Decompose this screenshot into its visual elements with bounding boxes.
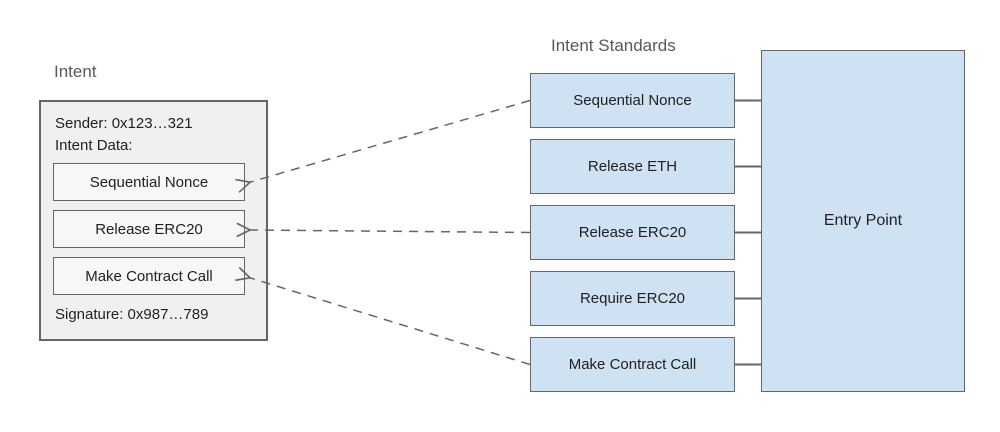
entry-point-box: Entry Point xyxy=(761,50,965,392)
standard-box-make-contract-call: Make Contract Call xyxy=(530,337,735,392)
dashed-arrow-make-contract-call xyxy=(235,266,531,366)
standard-box-release-eth: Release ETH xyxy=(530,139,735,194)
intent-data-label: Intent Data: xyxy=(55,137,133,154)
standard-box-sequential-nonce: Sequential Nonce xyxy=(530,73,735,128)
signature-field: Signature: 0x987…789 xyxy=(55,306,209,323)
sender-field: Sender: 0x123…321 xyxy=(55,115,193,132)
standard-box-release-erc20: Release ERC20 xyxy=(530,205,735,260)
standard-box-require-erc20: Require ERC20 xyxy=(530,271,735,326)
intent-standards-group-title: Intent Standards xyxy=(551,36,676,55)
intent-item-make-contract-call: Make Contract Call xyxy=(53,257,245,295)
dashed-arrow-release-erc20 xyxy=(236,222,531,238)
intent-item-release-erc20: Release ERC20 xyxy=(53,210,245,248)
intent-group-title: Intent xyxy=(54,62,97,81)
intent-box: Sender: 0x123…321 Intent Data: Sequentia… xyxy=(39,100,268,341)
dashed-arrow-sequential-nonce xyxy=(235,99,531,193)
intent-item-sequential-nonce: Sequential Nonce xyxy=(53,163,245,201)
